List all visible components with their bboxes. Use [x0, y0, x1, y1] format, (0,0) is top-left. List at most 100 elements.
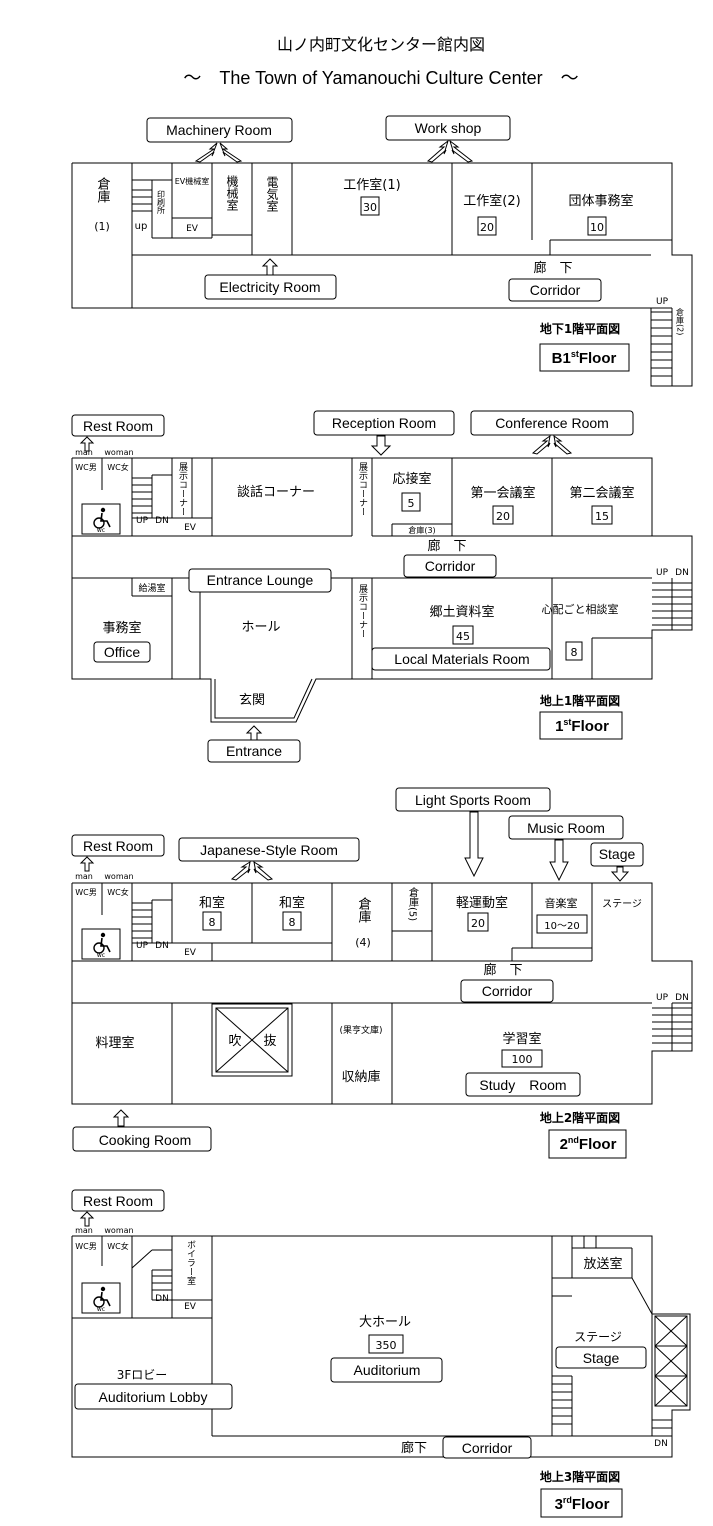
f3-ev-label: EV [184, 1302, 197, 1312]
f3-labels: Rest Room man woman WC男 WC女 wc ボイラー室 DN … [75, 1193, 668, 1513]
f2-restroom-callout [71, 834, 165, 857]
electricity-callout [204, 274, 337, 300]
f1-stair-dn: DN [675, 568, 689, 578]
f2-floor-en: 2ndFloor [560, 1135, 617, 1153]
f2-restroom-arrow [79, 856, 95, 872]
f1-dn: DN [155, 516, 169, 526]
b1-floor-en: B1stFloor [552, 349, 617, 367]
talk-corner-label: 談話コーナー [237, 484, 315, 500]
music-arrow [549, 839, 569, 882]
f1-floor-badge [539, 711, 623, 740]
auditorium-label: Auditorium [354, 1362, 421, 1378]
auditorium-callout [330, 1357, 443, 1383]
reception-callout [313, 410, 455, 436]
f1-floor-en: 1stFloor [555, 717, 609, 735]
f1-wc-m: WC男 [75, 463, 97, 472]
conf2-cap: 15 [595, 510, 609, 523]
workshop-label: Work shop [415, 120, 482, 136]
f3-floor-en: 3rdFloor [555, 1495, 610, 1513]
f2-dn: DN [155, 941, 169, 951]
japanese-arrow-right [253, 860, 274, 881]
washitsu2-cap: 8 [289, 916, 296, 929]
machinery-room-label: Machinery Room [166, 122, 272, 138]
music-label: Music Room [527, 820, 605, 836]
group-office-cap: 10 [590, 221, 604, 234]
ev-machine-label: EV機械室 [175, 176, 210, 186]
f1-stair-up: UP [656, 568, 669, 578]
f2-labels: Light Sports Room Music Room Stage Rest … [75, 792, 689, 1153]
f1-corridor-callout [403, 554, 497, 578]
storage5-label: 倉庫(5) [407, 886, 419, 921]
f2-floor-jp: 地上2階平面図 [540, 1110, 620, 1125]
broadcast-label: 放送室 [583, 1256, 622, 1272]
f3-outline [71, 1235, 691, 1458]
storage1-no: (1) [94, 220, 110, 233]
f1-restroom-arrow [79, 436, 95, 452]
workshop2-cap: 20 [480, 221, 494, 234]
conf1-label: 第一会議室 [470, 485, 535, 501]
conf2-label: 第二会議室 [569, 485, 634, 501]
f3-man-label: man [75, 1226, 93, 1235]
b1-up-label: up [135, 221, 148, 232]
f3-corridor-callout [442, 1436, 532, 1459]
local-jp: 郷土資料室 [429, 604, 494, 620]
f1-floor [71, 410, 693, 763]
washitsu2-label: 和室 [279, 895, 305, 911]
workshop-arrow-left [426, 139, 449, 163]
conf1-cap: 20 [496, 510, 510, 523]
light-sports-label: Light Sports Room [415, 792, 531, 808]
f3-restroom-label: Rest Room [83, 1193, 153, 1209]
consult-label: 心配ごと相談室 [542, 602, 619, 616]
local-cap: 45 [456, 630, 470, 643]
group-office-label: 団体事務室 [568, 193, 633, 209]
f1-exhibit-low: 展示コーナー [357, 584, 368, 638]
reception-jp: 応接室 [392, 471, 431, 487]
stage-callout [590, 842, 644, 867]
workshop2-label: 工作室(2) [463, 193, 520, 209]
f3-floor-badge [540, 1488, 623, 1518]
conference-label: Conference Room [495, 415, 609, 431]
study-cap: 100 [512, 1053, 533, 1066]
electricity-label: Electricity Room [219, 279, 320, 295]
light-sports-callout [395, 787, 551, 812]
atrium [211, 1003, 293, 1077]
f1-up: UP [136, 516, 149, 526]
washitsu1-cap: 8 [209, 916, 216, 929]
conference-callout [470, 410, 634, 436]
f2-woman-label: woman [104, 872, 133, 881]
music-callout [508, 815, 624, 840]
f2-floor [71, 787, 693, 1159]
lobby-en: Auditorium Lobby [99, 1389, 208, 1405]
atrium-b: 抜 [263, 1033, 276, 1049]
lounge-callout [188, 568, 332, 593]
f2-corridor-callout [460, 979, 554, 1003]
study-en: Study Room [479, 1077, 566, 1093]
entrance-label: Entrance [226, 743, 282, 759]
boiler-label: ボイラー室 [185, 1240, 196, 1285]
light-sports-jp: 軽運動室 [456, 895, 508, 911]
f1-wc-icon-label: wc [97, 527, 105, 534]
f3-dn: DN [155, 1294, 169, 1304]
lobby-jp: 3Fロビー [117, 1368, 168, 1382]
atrium-a: 吹 [228, 1034, 241, 1049]
f2-wc-w: WC女 [107, 887, 129, 897]
f1-restroom-label: Rest Room [83, 418, 153, 434]
f1-corridor-en: Corridor [425, 558, 476, 574]
electricity-arrow [261, 258, 279, 276]
f3-woman-label: woman [104, 1226, 133, 1235]
f2-ev-label: EV [184, 948, 197, 958]
b1-corridor-callout [508, 278, 602, 302]
entrance-arrow [245, 725, 263, 742]
storage2-label: 倉庫(2) [676, 307, 685, 335]
f3-wc-icon-label: wc [97, 1306, 105, 1313]
workshop-arrow-right [449, 139, 474, 163]
f1-ev-label: EV [184, 523, 197, 533]
local-en: Local Materials Room [394, 651, 529, 667]
hall3-jp: 大ホール [359, 1315, 411, 1330]
japanese-arrow-left [230, 860, 251, 881]
kitchenette-label: 給湯室 [138, 582, 165, 594]
b1-floor-badge [539, 343, 630, 372]
cooking-arrow [112, 1109, 130, 1127]
b1-floor [71, 115, 693, 387]
